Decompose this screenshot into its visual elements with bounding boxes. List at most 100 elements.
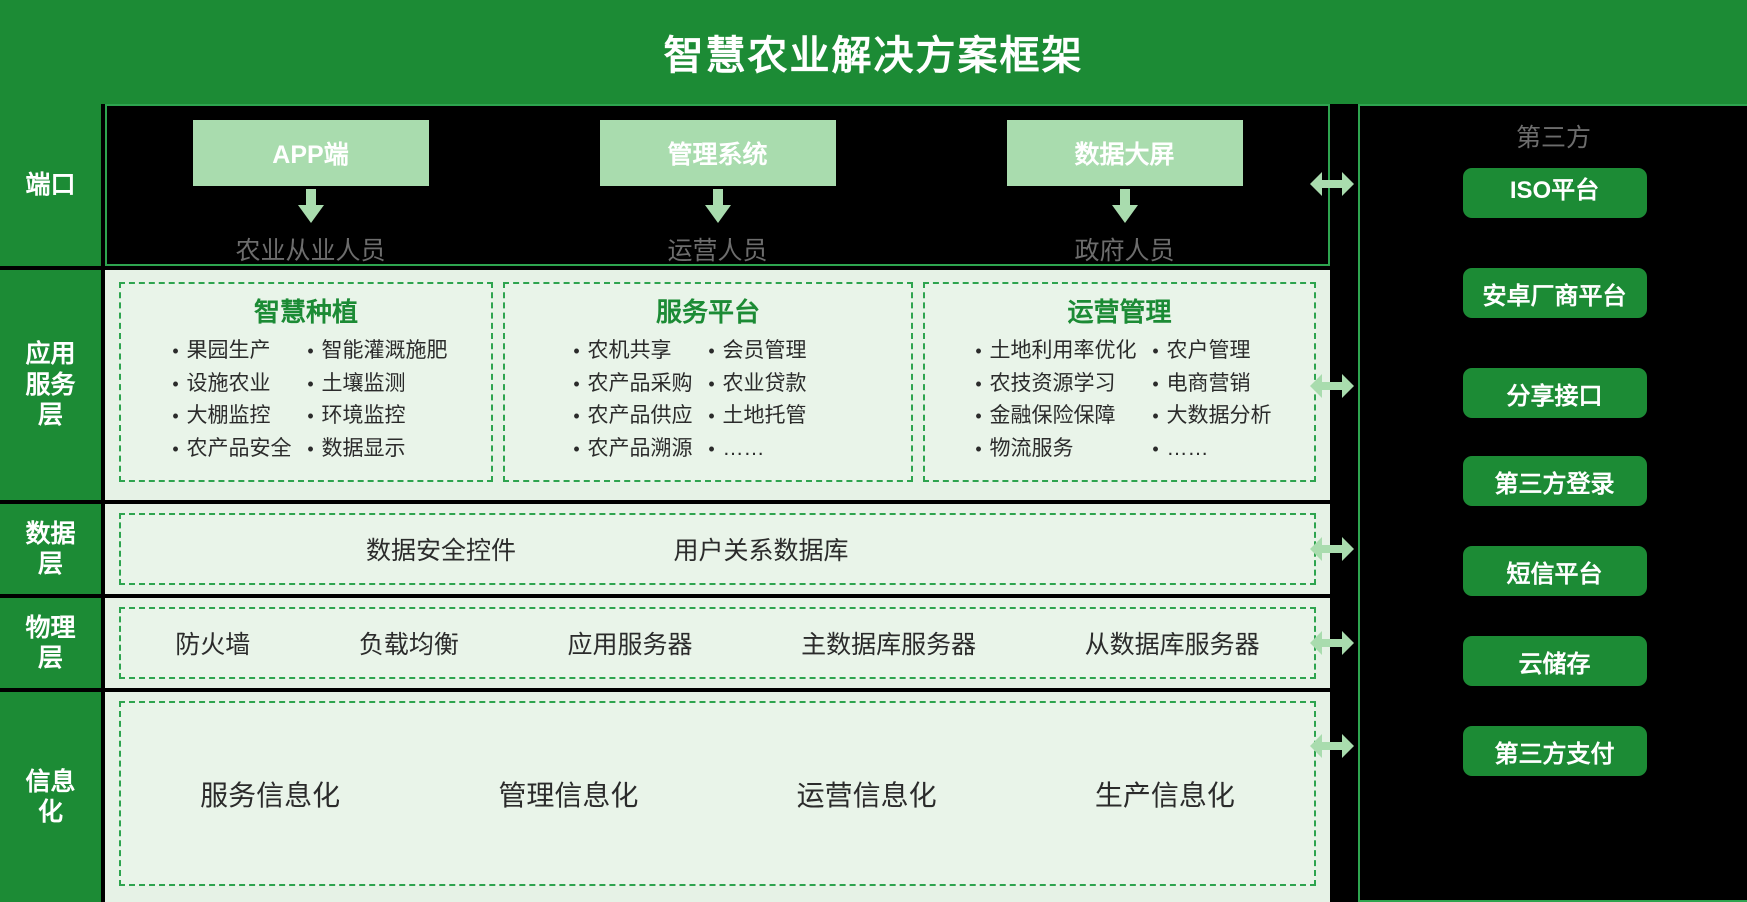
list-item[interactable]: •农产品供应 xyxy=(566,400,692,433)
data-layer-item-security[interactable]: 数据安全控件 xyxy=(365,537,516,565)
bullet-icon: • xyxy=(975,373,982,394)
third-party-panel: 第三方 ISO平台 安卓厂商平台 分享接口 第三方登录 短信平台 云储存 第三方… xyxy=(1358,104,1747,902)
down-arrow-icon xyxy=(704,189,731,225)
down-arrow-icon xyxy=(297,189,324,225)
layer-label-data: 数据层 xyxy=(0,504,101,594)
layer-label-physical: 物理层 xyxy=(0,598,101,688)
list-item[interactable]: •环境监控 xyxy=(300,400,448,433)
list-item[interactable]: •土地利用率优化 xyxy=(968,335,1136,368)
list-item[interactable]: •土地托管 xyxy=(701,400,851,433)
list-item[interactable]: •土壤监测 xyxy=(300,368,448,401)
list-item[interactable]: •农产品安全 xyxy=(165,433,291,466)
physical-layer-items: 防火墙 负载均衡 应用服务器 主数据库服务器 从数据库服务器 xyxy=(121,609,1314,677)
list-item[interactable]: •金融保险保障 xyxy=(968,400,1137,433)
bullet-icon: • xyxy=(573,373,580,394)
third-party-button-third-login[interactable]: 第三方登录 xyxy=(1462,456,1647,506)
bullet-icon: • xyxy=(1152,341,1159,361)
list-item[interactable]: •农业贷款 xyxy=(701,368,851,401)
bullet-icon: • xyxy=(975,438,982,459)
bullet-icon: • xyxy=(708,438,715,459)
diagram-body: 端口 应用服务层 数据层 物理层 信息化 APP端 农业从业人员 管理系统 xyxy=(0,104,1747,902)
physical-item-loadbalancer[interactable]: 负载均衡 xyxy=(358,631,459,659)
port-box-dashboard[interactable]: 数据大屏 xyxy=(1006,120,1243,186)
bullet-icon: • xyxy=(708,341,715,361)
list-item[interactable]: •设施农业 xyxy=(165,368,292,401)
bullet-icon: • xyxy=(975,406,982,427)
list-item[interactable]: •大数据分析 xyxy=(1145,400,1271,433)
layer-label-info: 信息化 xyxy=(0,692,101,902)
connector-arrow-physical xyxy=(1310,631,1354,655)
third-party-button-cloud-storage[interactable]: 云储存 xyxy=(1462,636,1647,686)
info-item-production[interactable]: 生产信息化 xyxy=(1094,779,1235,811)
data-layer-item-userdb[interactable]: 用户关系数据库 xyxy=(673,537,849,565)
layer-label-app-text: 应用服务层 xyxy=(25,340,76,430)
app-column-operations: 运营管理 •土地利用率优化 •农技资源学习 •金融保险保障 •物流服务 •农户管… xyxy=(923,282,1316,482)
bullet-icon: • xyxy=(708,406,715,427)
layer-label-info-text: 信息化 xyxy=(25,767,76,827)
list-item[interactable]: •…… xyxy=(701,433,851,466)
info-layer-panel: 服务信息化 管理信息化 运营信息化 生产信息化 xyxy=(105,692,1330,902)
app-column-title: 运营管理 xyxy=(1067,297,1172,327)
bullet-icon: • xyxy=(1152,438,1159,459)
physical-item-replica-db[interactable]: 从数据库服务器 xyxy=(1084,631,1260,659)
list-item[interactable]: •物流服务 xyxy=(968,433,1137,466)
bullet-icon: • xyxy=(172,406,179,427)
port-box-app[interactable]: APP端 xyxy=(192,120,429,186)
port-item-app[interactable]: APP端 农业从业人员 xyxy=(191,120,431,267)
app-column-service-platform: 服务平台 •农机共享 •农产品采购 •农产品供应 •农产品溯源 •会员管理 •农… xyxy=(503,282,913,482)
page-header: 智慧农业解决方案框架 xyxy=(0,0,1747,104)
physical-item-appserver[interactable]: 应用服务器 xyxy=(567,631,693,659)
list-item[interactable]: •大棚监控 xyxy=(165,400,292,433)
list-item[interactable]: •智能灌溉施肥 xyxy=(300,335,447,368)
third-party-button-share-api[interactable]: 分享接口 xyxy=(1462,368,1647,418)
bullet-icon: • xyxy=(307,341,314,361)
connector-arrow-app xyxy=(1310,374,1354,398)
connector-arrow-data xyxy=(1310,537,1354,561)
list-item[interactable]: •农户管理 xyxy=(1145,335,1272,368)
bullet-icon: • xyxy=(1152,406,1159,427)
bullet-icon: • xyxy=(172,373,179,394)
bullet-icon: • xyxy=(708,373,715,394)
list-item[interactable]: •农技资源学习 xyxy=(968,368,1137,401)
info-layer-items: 服务信息化 管理信息化 运营信息化 生产信息化 xyxy=(121,703,1314,884)
info-item-management[interactable]: 管理信息化 xyxy=(498,779,639,811)
third-party-button-android[interactable]: 安卓厂商平台 xyxy=(1462,268,1647,318)
layer-label-port: 端口 xyxy=(0,104,101,266)
port-item-management[interactable]: 管理系统 运营人员 xyxy=(598,120,838,267)
list-item[interactable]: •电商营销 xyxy=(1145,368,1272,401)
list-item[interactable]: •农产品溯源 xyxy=(566,433,692,466)
page-title: 智慧农业解决方案框架 xyxy=(663,34,1084,78)
list-item[interactable]: •农机共享 xyxy=(566,335,693,368)
connector-arrow-port xyxy=(1310,172,1354,196)
info-item-service[interactable]: 服务信息化 xyxy=(200,779,341,811)
third-party-title: 第三方 xyxy=(1515,124,1591,152)
bullet-icon: • xyxy=(172,438,179,459)
third-party-button-third-pay[interactable]: 第三方支付 xyxy=(1462,726,1647,776)
list-item[interactable]: •会员管理 xyxy=(701,335,851,368)
port-item-dashboard[interactable]: 数据大屏 政府人员 xyxy=(1005,120,1245,267)
list-item[interactable]: •果园生产 xyxy=(165,335,292,368)
physical-item-primary-db[interactable]: 主数据库服务器 xyxy=(801,631,977,659)
connector-arrow-info xyxy=(1310,734,1354,758)
info-item-operations[interactable]: 运营信息化 xyxy=(796,779,937,811)
bullet-icon: • xyxy=(307,438,314,459)
list-item[interactable]: •数据显示 xyxy=(300,433,448,466)
third-party-button-sms[interactable]: 短信平台 xyxy=(1462,546,1647,596)
list-item[interactable]: •…… xyxy=(1145,433,1272,466)
list-item[interactable]: •农产品采购 xyxy=(566,368,692,401)
app-list-left: •果园生产 •设施农业 •大棚监控 •农产品安全 xyxy=(165,335,292,466)
bullet-icon: • xyxy=(172,341,179,361)
physical-item-firewall[interactable]: 防火墙 xyxy=(175,631,251,659)
bullet-icon: • xyxy=(1152,373,1159,394)
app-column-title: 智慧种植 xyxy=(253,297,358,327)
port-caption-management: 运营人员 xyxy=(667,237,768,265)
data-layer-panel: 数据安全控件 用户关系数据库 xyxy=(105,504,1330,594)
port-layer-panel: APP端 农业从业人员 管理系统 运营人员 数据大屏 xyxy=(105,104,1330,266)
port-box-management[interactable]: 管理系统 xyxy=(599,120,836,186)
info-layer-dashed-box: 服务信息化 管理信息化 运营信息化 生产信息化 xyxy=(119,701,1316,886)
layer-label-app: 应用服务层 xyxy=(0,270,101,500)
bullet-icon: • xyxy=(573,438,580,459)
bullet-icon: • xyxy=(573,406,580,427)
third-party-button-iso[interactable]: ISO平台 xyxy=(1462,168,1647,218)
app-list-right: •智能灌溉施肥 •土壤监测 •环境监控 •数据显示 xyxy=(300,335,448,466)
